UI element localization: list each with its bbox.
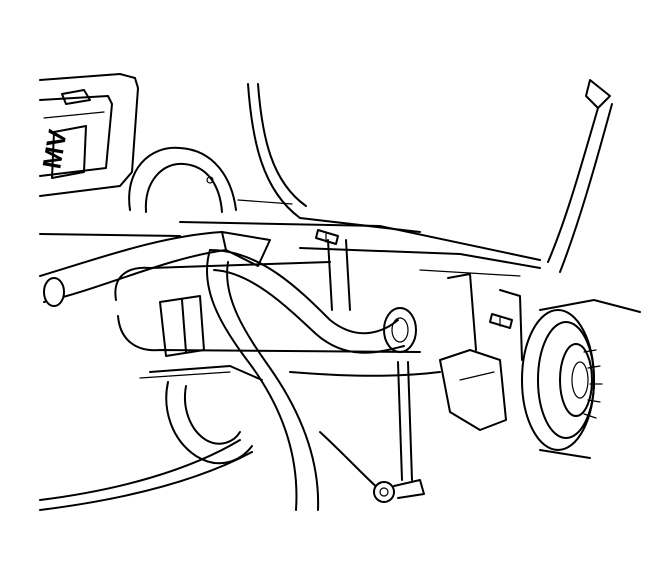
- wheel-well-arch: [128, 146, 237, 213]
- wheel-studs: [583, 349, 603, 419]
- wheel-hub-rotor: [521, 299, 641, 459]
- exhaust-pipe: [205, 249, 405, 511]
- frame-crossmember: [39, 221, 541, 277]
- brake-hose: [39, 231, 271, 307]
- support-post: [547, 79, 613, 273]
- mv-badge: MV: [36, 125, 87, 179]
- brake-caliper: [439, 273, 523, 431]
- leaf-spring: [39, 371, 441, 511]
- quarter-panel: [237, 83, 421, 233]
- mounting-bolt-right: [489, 313, 513, 329]
- exhaust-hanger-bracket: [139, 295, 263, 465]
- stabilizer-link: [319, 431, 425, 503]
- shock-absorber: [327, 239, 413, 481]
- mounting-bolt-upper: [315, 229, 339, 245]
- svg-text:MV: MV: [36, 127, 72, 171]
